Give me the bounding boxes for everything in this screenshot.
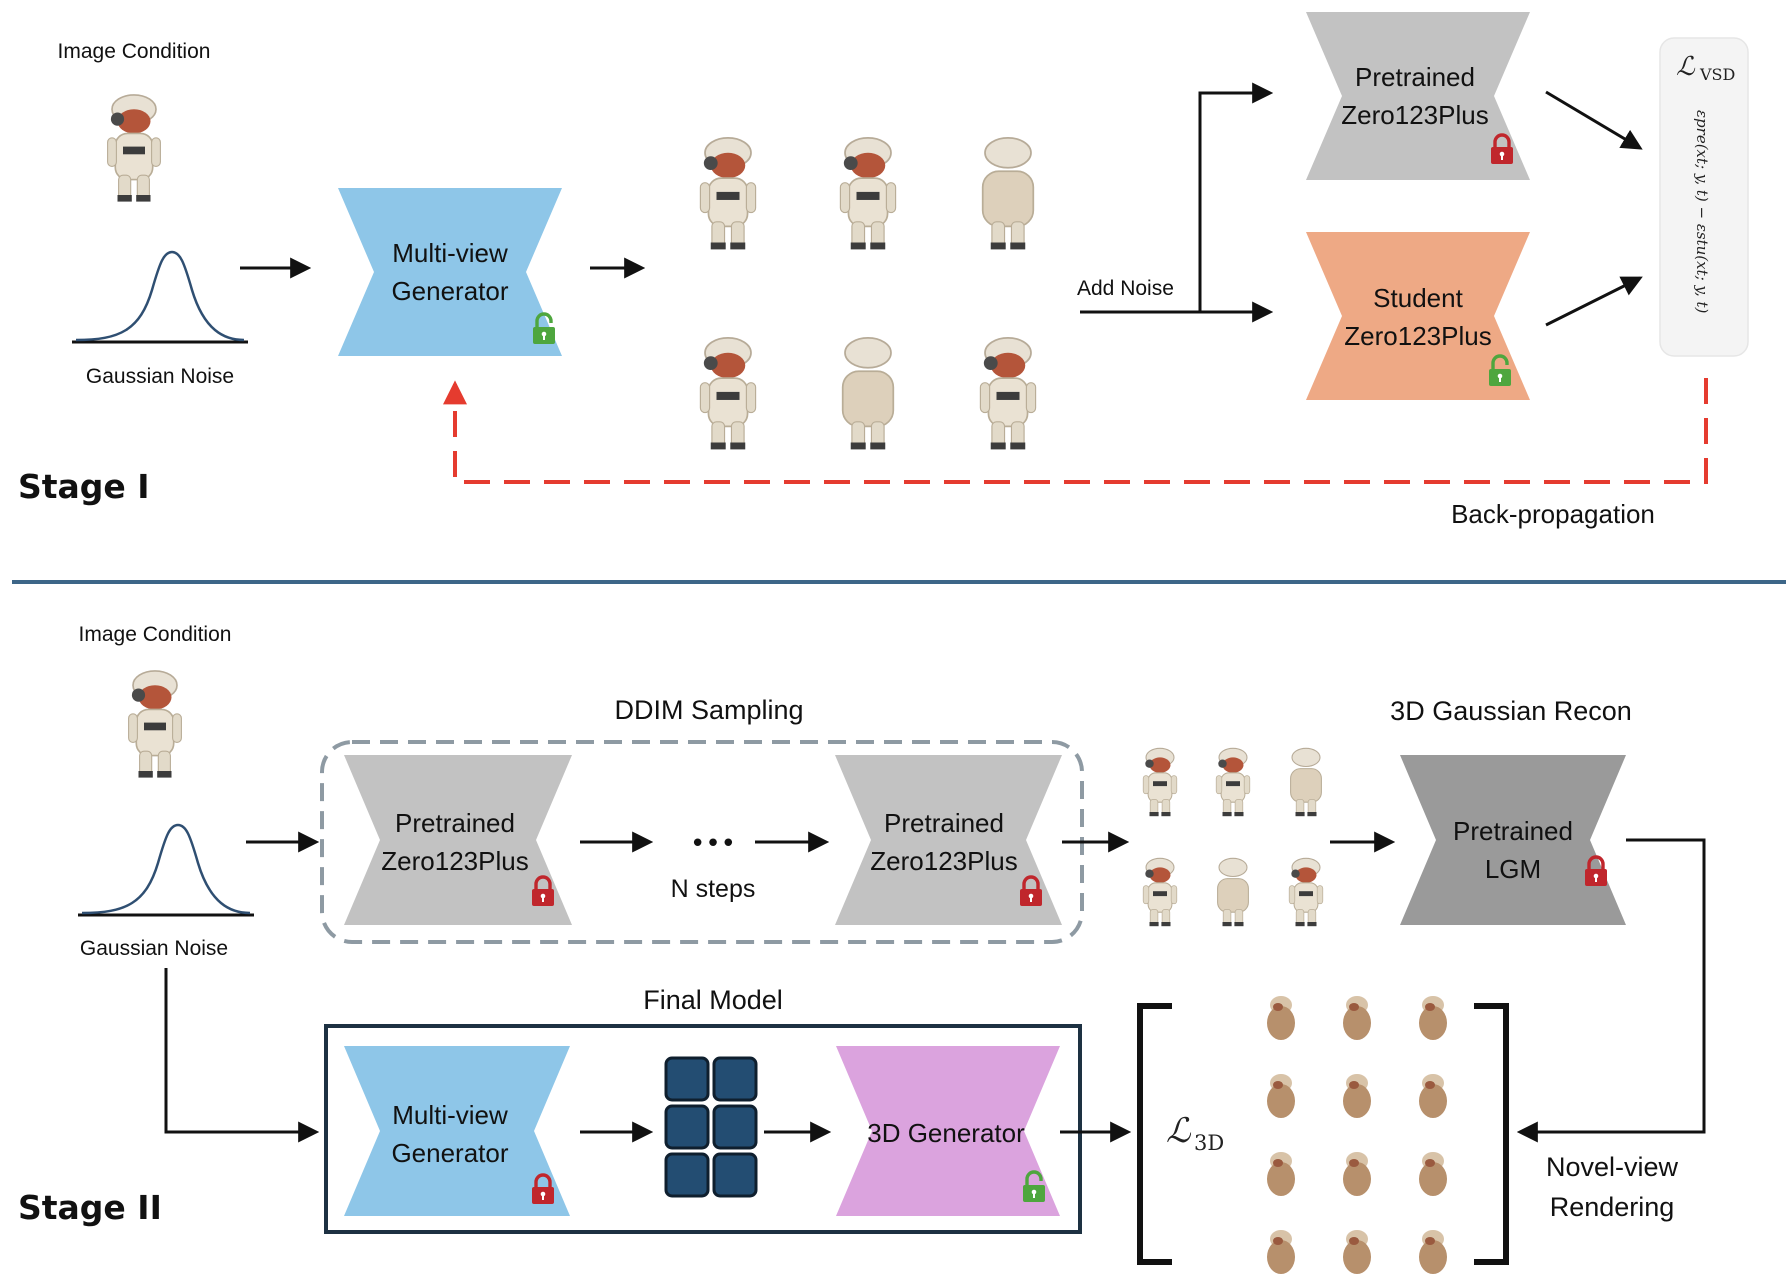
final-model-title: Final Model xyxy=(643,985,783,1015)
stage1-gaussian-curve xyxy=(72,250,248,344)
lgm-label-line1: Pretrained xyxy=(1453,816,1573,846)
vsd-loss-box xyxy=(1659,37,1749,357)
stage1-generator-label-line2: Generator xyxy=(391,276,508,306)
ddim-pretrained-a-label-line1: Pretrained xyxy=(395,808,515,838)
final-generator-label-line1: Multi-view xyxy=(392,1100,508,1130)
add-noise-label: Add Noise xyxy=(1077,277,1174,300)
stage1-condition-image xyxy=(106,94,162,203)
stage2-gaussian-noise-label: Gaussian Noise xyxy=(80,937,228,960)
gaussian-recon-title: 3D Gaussian Recon xyxy=(1390,696,1632,726)
stage2-condition-image xyxy=(127,670,183,779)
novel-view-label-line1: Novel-view xyxy=(1546,1152,1679,1182)
stage1-pretrained-zero123plus-shape xyxy=(1306,12,1530,180)
stage1-multiview-images xyxy=(699,136,1037,451)
stage1-student-zero123plus-shape xyxy=(1306,232,1530,400)
multiview-grid-icon xyxy=(664,1056,758,1198)
ddim-pretrained-a-label-line2: Zero123Plus xyxy=(381,846,528,876)
stage1-image-condition-label: Image Condition xyxy=(58,40,211,63)
final-generator-label-line2: Generator xyxy=(391,1138,508,1168)
arrow-add-noise-to-pretrained xyxy=(1198,82,1274,312)
stage1-gaussian-noise-label: Gaussian Noise xyxy=(86,365,234,388)
stage2-title: Stage II xyxy=(18,1188,162,1227)
ddim-sampling-title: DDIM Sampling xyxy=(614,695,803,725)
stage2-image-condition-label: Image Condition xyxy=(79,623,232,646)
stage1-title: Stage I xyxy=(18,467,150,506)
3d-generator-label: 3D Generator xyxy=(867,1118,1025,1148)
pretrained-lgm-shape xyxy=(1400,755,1626,925)
stage1-generator-label-line1: Multi-view xyxy=(392,238,508,268)
stage1-student-label-line2: Zero123Plus xyxy=(1344,321,1491,351)
arrow-student-to-loss xyxy=(1545,276,1643,327)
stage1-multiview-generator-shape xyxy=(338,188,562,356)
3d-loss-symbol: ℒ xyxy=(1166,1111,1192,1151)
3d-loss-subscript: 3D xyxy=(1194,1131,1224,1155)
ddim-pretrained-b-label-line2: Zero123Plus xyxy=(870,846,1017,876)
novel-view-label-line2: Rendering xyxy=(1550,1192,1675,1222)
n-steps-label: N steps xyxy=(671,875,756,903)
3d-generator-shape xyxy=(836,1046,1060,1216)
vsd-loss-subscript: VSD xyxy=(1699,65,1735,84)
lgm-label-line2: LGM xyxy=(1485,854,1541,884)
vsd-loss-formula: εpre(xt; y, t) − εstu(xt; y, t) xyxy=(1693,110,1711,314)
ddim-pretrained-zero123plus-b-shape xyxy=(835,755,1062,925)
final-multiview-generator-shape xyxy=(344,1046,570,1216)
ddim-pretrained-b-label-line1: Pretrained xyxy=(884,808,1004,838)
arrow-pretrained-to-loss xyxy=(1545,90,1643,150)
arrow-noise-to-final-model xyxy=(164,968,320,1143)
stage1-student-label-line1: Student xyxy=(1373,283,1463,313)
ddim-pretrained-zero123plus-a-shape xyxy=(344,755,572,925)
backprop-arrow xyxy=(443,378,1708,484)
stage1-pretrained-label-line2: Zero123Plus xyxy=(1341,100,1488,130)
stage2-gaussian-curve xyxy=(78,823,254,917)
right-bracket xyxy=(1474,1003,1509,1265)
left-bracket xyxy=(1137,1003,1172,1265)
ddim-ellipsis: ••• xyxy=(690,829,736,859)
backprop-label: Back-propagation xyxy=(1451,499,1655,529)
novel-view-renders xyxy=(1267,996,1447,1274)
stage1-pretrained-label-line1: Pretrained xyxy=(1355,62,1475,92)
arrow-lgm-to-renders xyxy=(1516,838,1706,1143)
stage2-multiview-images xyxy=(1142,747,1324,927)
final-model-box xyxy=(324,1024,1082,1234)
vsd-loss-symbol: ℒ xyxy=(1676,52,1696,82)
